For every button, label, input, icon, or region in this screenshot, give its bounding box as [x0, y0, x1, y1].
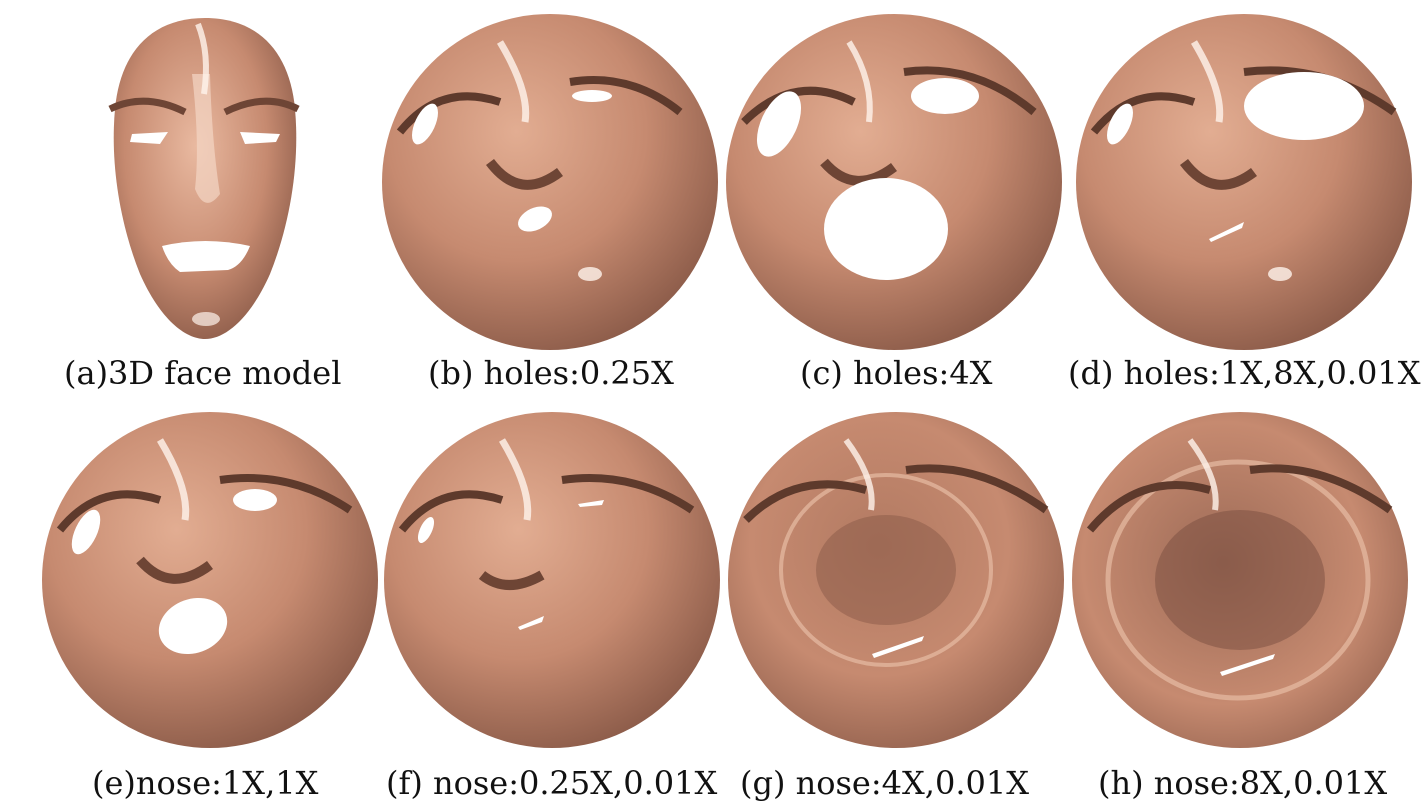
face-model-image — [108, 18, 300, 339]
sphere-map-image — [1076, 14, 1412, 350]
caption-b: (b) holes:0.25X — [428, 354, 674, 392]
caption-g: (g) nose:4X,0.01X — [740, 764, 1029, 802]
sphere-map-image — [382, 14, 718, 350]
panel-c — [724, 12, 1064, 352]
panel-a — [100, 14, 310, 344]
caption-d: (d) holes:1X,8X,0.01X — [1068, 354, 1421, 392]
sphere-map-image — [1072, 412, 1408, 748]
panel-d — [1074, 12, 1414, 352]
panel-g — [726, 410, 1066, 750]
sphere-map-image — [726, 14, 1062, 350]
caption-c: (c) holes:4X — [800, 354, 993, 392]
panel-e — [40, 410, 380, 750]
caption-e: (e)nose:1X,1X — [92, 764, 319, 802]
sphere-map-image — [728, 412, 1064, 748]
panel-h — [1070, 410, 1410, 750]
sphere-map-image — [384, 412, 720, 748]
panel-f — [382, 410, 722, 750]
sphere-map-image — [42, 412, 378, 748]
panel-b — [380, 12, 720, 352]
caption-a: (a)3D face model — [64, 354, 342, 392]
caption-h: (h) nose:8X,0.01X — [1098, 764, 1388, 802]
caption-f: (f) nose:0.25X,0.01X — [386, 764, 718, 802]
